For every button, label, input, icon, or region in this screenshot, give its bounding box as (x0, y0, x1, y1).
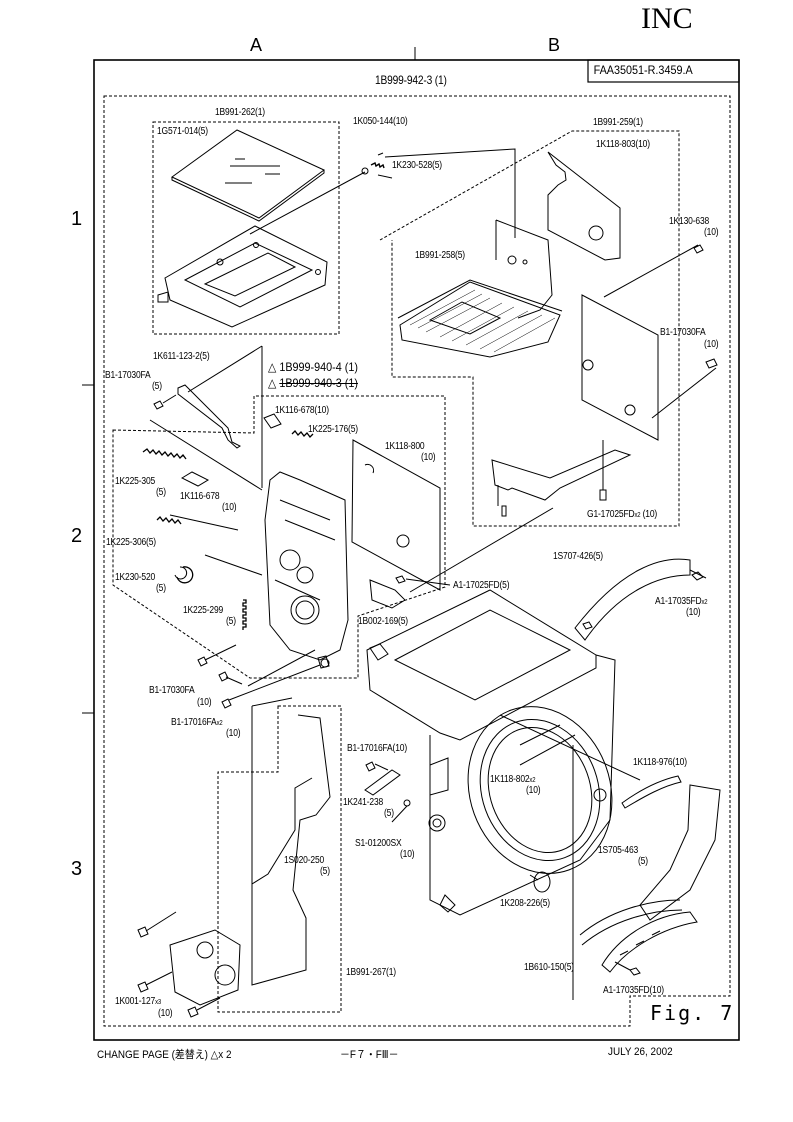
page-frame (93, 59, 740, 1041)
part-label: 1K118-803(10) (596, 139, 650, 150)
part-quantity: (5) (384, 808, 394, 819)
part-label: 1K208-226(5) (500, 898, 550, 909)
brand-label: INC (641, 2, 693, 35)
part-quantity: (10) (158, 1008, 173, 1019)
part-label: B1-17030FA (105, 370, 151, 381)
part-label: 1B991-259(1) (593, 117, 643, 128)
part-label: 1B991-258(5) (415, 250, 465, 261)
part-quantity: (5) (226, 616, 236, 627)
part-label: 1K241-238 (343, 797, 384, 808)
revision-date: JULY 26, 2002 (608, 1046, 673, 1058)
part-label: 1K116-678 (180, 491, 220, 502)
part-label: 1K611-123-2(5) (153, 351, 210, 362)
part-label: 1K118-802x2 (490, 774, 536, 786)
revision-current-part: 1B999-940-4 (1) (279, 360, 358, 374)
part-quantity: (5) (152, 381, 162, 392)
row-header-1: 1 (71, 208, 83, 230)
part-label: 1K230-520 (115, 572, 156, 583)
part-label: 1K225-305 (115, 476, 156, 487)
part-label: 1S020-250 (284, 855, 325, 866)
revision-current: △ 1B999-940-4 (1) (268, 360, 358, 374)
assembly-boundary-1B999-942-3 (103, 95, 731, 1027)
part-label: B1-17016FAx2 (171, 717, 223, 729)
part-multiplier: x2 (634, 512, 641, 519)
part-quantity: (5) (638, 856, 648, 867)
part-label: 1K225-306(5) (106, 537, 156, 548)
group-box-1S020-250 (217, 705, 342, 1013)
part-label: A1-17025FD(5) (453, 580, 510, 591)
change-page-note: CHANGE PAGE (差替え) △x 2 (97, 1049, 232, 1061)
part-label: S1-01200SX (355, 838, 402, 849)
column-header-a: A (250, 35, 263, 55)
part-label: A1-17035FDx2 (655, 596, 708, 608)
revision-superseded-part: 1B999-940-3 (1) (279, 376, 358, 390)
part-label: 1K230-528(5) (392, 160, 442, 171)
part-label: 1K225-299 (183, 605, 224, 616)
part-quantity: (10) (226, 728, 241, 739)
part-label: 1B610-150(5) (524, 962, 574, 973)
part-quantity: (5) (156, 583, 166, 594)
part-label: 1B991-267(1) (346, 967, 396, 978)
part-number: 1K118-802 (490, 774, 530, 785)
part-multiplier: x2 (216, 720, 223, 727)
part-quantity: (10) (197, 697, 212, 708)
part-label: 1K118-976(10) (633, 757, 687, 768)
part-multiplier: x2 (529, 777, 536, 784)
part-quantity: (10) (704, 339, 719, 350)
part-label: 1K116-678(10) (275, 405, 329, 416)
part-label: 1S707-426(5) (553, 551, 603, 562)
mirror-box-body (366, 589, 597, 741)
revision-delta-icon: △ (268, 360, 277, 374)
part-number: G1-17025FD (587, 509, 635, 520)
assembly-label: 1B999-942-3 (1) (375, 73, 447, 87)
part-quantity: (10) (642, 509, 658, 520)
part-label: B1-17030FA (660, 327, 706, 338)
part-quantity: (10) (526, 785, 541, 796)
part-label: 1B991-262(1) (215, 107, 265, 118)
part-label: 1K001-127x3 (115, 996, 161, 1008)
group-box-1B991-262 (152, 121, 340, 335)
page-code: －F７・FⅢ－ (340, 1049, 399, 1061)
figure-label: Fig. 7 (650, 1001, 735, 1025)
part-number: B1-17016FA (171, 717, 217, 728)
revision-delta-icon: △ (268, 376, 277, 390)
part-quantity: (5) (156, 487, 166, 498)
part-quantity: (10) (421, 452, 436, 463)
part-label: B1-17030FA (149, 685, 195, 696)
part-quantity: (10) (222, 502, 237, 513)
part-quantity: (10) (704, 227, 719, 238)
part-number: A1-17035FD (655, 596, 702, 607)
part-label: B1-17016FA(10) (347, 743, 408, 754)
part-label: 1K225-176(5) (308, 424, 358, 435)
part-label: G1-17025FDx2 (10) (587, 509, 657, 521)
part-label: 1S705-463 (598, 845, 639, 856)
part-label: 1K130-638 (669, 216, 710, 227)
column-header-b: B (548, 35, 561, 55)
part-multiplier: x2 (701, 599, 708, 606)
revision-superseded: △ 1B999-940-3 (1) (268, 376, 358, 390)
part-label: 1K050-144(10) (353, 116, 408, 127)
part-number: 1K001-127 (115, 996, 156, 1007)
part-label: A1-17035FD(10) (603, 985, 664, 996)
part-label: 1B002-169(5) (358, 616, 408, 627)
part-quantity: (10) (400, 849, 415, 860)
part-quantity: (5) (320, 866, 330, 877)
group-box-1B999-940-4 (112, 395, 446, 679)
row-header-2: 2 (71, 525, 83, 547)
part-label: 1K118-800 (385, 441, 425, 452)
group-box-1B991-259 (379, 130, 680, 527)
part-quantity: (10) (686, 607, 701, 618)
part-label: 1G571-014(5) (157, 126, 208, 137)
document-id: FAA35051-R.3459.A (590, 62, 697, 78)
row-header-3: 3 (71, 858, 83, 880)
part-multiplier: x3 (155, 999, 162, 1006)
